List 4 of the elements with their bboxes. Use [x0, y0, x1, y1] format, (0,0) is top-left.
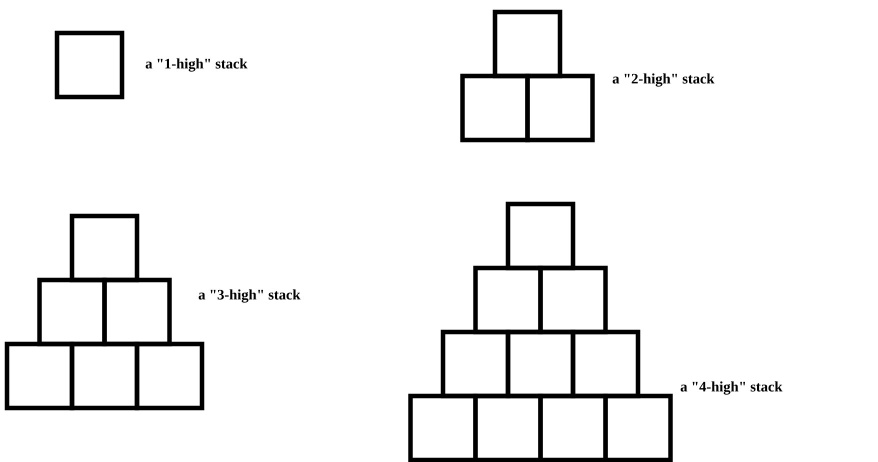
stack-label: a "3-high" stack [198, 289, 300, 303]
stack-label: a "4-high" stack [680, 381, 782, 395]
stack-label: a "1-high" stack [146, 58, 248, 72]
stack-label: a "2-high" stack [612, 73, 714, 87]
